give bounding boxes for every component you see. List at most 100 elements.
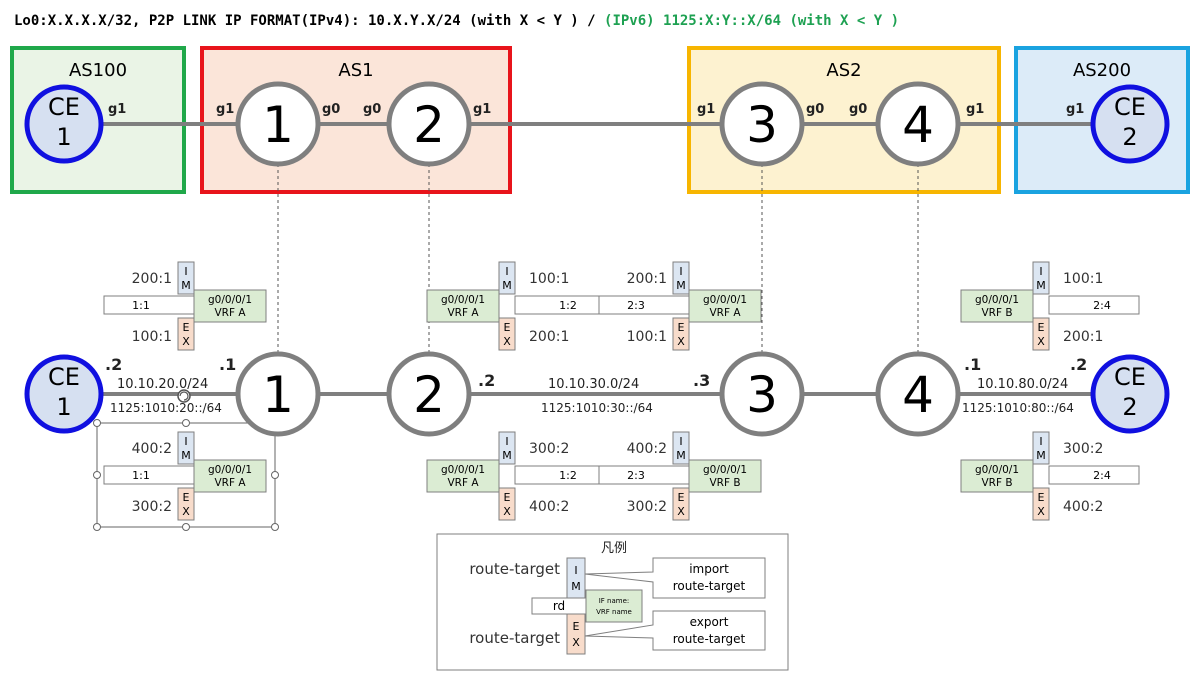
rd-value: 2:4 [1093, 299, 1111, 312]
export-rt-label: 400:2 [529, 499, 569, 515]
export-rt-label: 100:1 [132, 329, 172, 345]
im-box [672, 261, 690, 295]
rd-value: 1:1 [132, 299, 150, 312]
legend-if-line2: VRF name [596, 608, 632, 616]
import-rt-label: 300:2 [1063, 441, 1103, 457]
im-letter: M [676, 279, 686, 292]
ex-letter: X [1037, 335, 1045, 348]
diagram-title: Lo0:X.X.X.X/32, P2P LINK IP FORMAT(IPv4)… [14, 13, 899, 29]
import-rt-label: 100:1 [529, 271, 569, 287]
im-letter: M [676, 449, 686, 462]
vrf-if-name: g0/0/0/1 [703, 464, 747, 476]
rd-value: 1:1 [132, 469, 150, 482]
im-letter: I [679, 435, 682, 448]
vrf-name: VRF A [709, 307, 741, 319]
im-box [498, 431, 516, 465]
legend-rt-import-label: route-target [469, 560, 560, 578]
as-label: AS100 [69, 60, 127, 81]
rotate-handle-icon [177, 389, 191, 403]
im-letter: I [505, 265, 508, 278]
subnet-v6: 1125:1010:80::/64 [962, 401, 1074, 415]
ce-label-line1: CE [1114, 363, 1146, 391]
iface-label: g0 [849, 102, 867, 117]
export-rt-label: 400:2 [1063, 499, 1103, 515]
vrf-box [688, 459, 762, 493]
host-id: .2 [105, 355, 122, 374]
im-box [177, 431, 195, 465]
subnet-labels: 10.10.20.0/24 1125:1010:20::/64 10.10.30… [110, 377, 1074, 415]
ex-letter: X [1037, 505, 1045, 518]
legend-export-line2: route-target [673, 632, 746, 646]
vrf-box [426, 459, 500, 493]
vrf-if-name: g0/0/0/1 [208, 464, 252, 476]
im-box [1032, 431, 1050, 465]
router-number: 1 [262, 366, 294, 424]
rd-value: 1:2 [559, 299, 577, 312]
iface-label: g0 [363, 102, 381, 117]
vrf-if-name: g0/0/0/1 [208, 294, 252, 306]
iface-label: g1 [697, 102, 715, 117]
iface-label: g1 [108, 102, 126, 117]
vrf-if-name: g0/0/0/1 [975, 294, 1019, 306]
legend-if-line1: IF name: [599, 597, 630, 605]
import-rt-label: 100:1 [1063, 271, 1103, 287]
legend-vrf-box [585, 589, 643, 623]
ex-letter: E [678, 321, 685, 334]
top-router-1: 1 [235, 81, 321, 167]
rd-value: 2:3 [627, 469, 645, 482]
ex-box [177, 317, 195, 351]
ce-label-line1: CE [48, 363, 80, 391]
legend-ex-box [566, 613, 586, 655]
router-number: 4 [902, 96, 934, 154]
legend-export-callout [584, 610, 766, 651]
legend-import-line2: route-target [673, 579, 746, 593]
vrf-box [193, 289, 267, 323]
vrf-name: VRF A [447, 477, 479, 489]
ex-letter: E [183, 321, 190, 334]
legend-box: 凡例 route-target route-target I M rd IF n… [436, 533, 789, 671]
ex-letter: X [182, 505, 190, 518]
router-number: 3 [746, 96, 778, 154]
export-rt-label: 300:2 [132, 499, 172, 515]
legend-import-callout [584, 557, 766, 599]
as-label: AS2 [826, 60, 861, 81]
interface-labels: g1 g1 g0 g0 g1 g1 g0 g0 g1 g1 [108, 102, 1084, 117]
ce-label-line1: CE [1114, 93, 1146, 121]
ce-label-line1: CE [48, 93, 80, 121]
legend-ex-letter: E [573, 620, 580, 633]
top-ce1-node: CE 1 [24, 84, 104, 164]
iface-label: g1 [966, 102, 984, 117]
router-number: 1 [262, 96, 294, 154]
vrf-if-name: g0/0/0/1 [975, 464, 1019, 476]
im-box [672, 431, 690, 465]
router-number: 2 [413, 366, 445, 424]
ce-label-line2: 1 [56, 123, 71, 151]
bottom-ce1-node: CE 1 [24, 354, 104, 434]
ce-label-line2: 2 [1122, 393, 1137, 421]
iface-label: g1 [473, 102, 491, 117]
top-router-2: 2 [386, 81, 472, 167]
im-letter: I [679, 265, 682, 278]
legend-im-letter: I [574, 564, 577, 577]
host-id: .3 [693, 371, 710, 390]
host-labels: .2 .1 .2 .3 .1 .2 [105, 355, 1087, 390]
im-box [1032, 261, 1050, 295]
vrf-name: VRF B [981, 477, 1012, 489]
bottom-ce2-node: CE 2 [1090, 354, 1170, 434]
im-letter: M [181, 279, 191, 292]
import-rt-label: 200:1 [627, 271, 667, 287]
ex-letter: X [503, 505, 511, 518]
subnet-v4: 10.10.20.0/24 [117, 377, 208, 392]
host-id: .1 [964, 355, 981, 374]
im-letter: M [502, 449, 512, 462]
ex-letter: E [504, 491, 511, 504]
ex-letter: E [1038, 321, 1045, 334]
im-letter: I [1039, 435, 1042, 448]
router-number: 3 [746, 366, 778, 424]
import-rt-label: 400:2 [627, 441, 667, 457]
bottom-router-2: 2 [386, 351, 472, 437]
